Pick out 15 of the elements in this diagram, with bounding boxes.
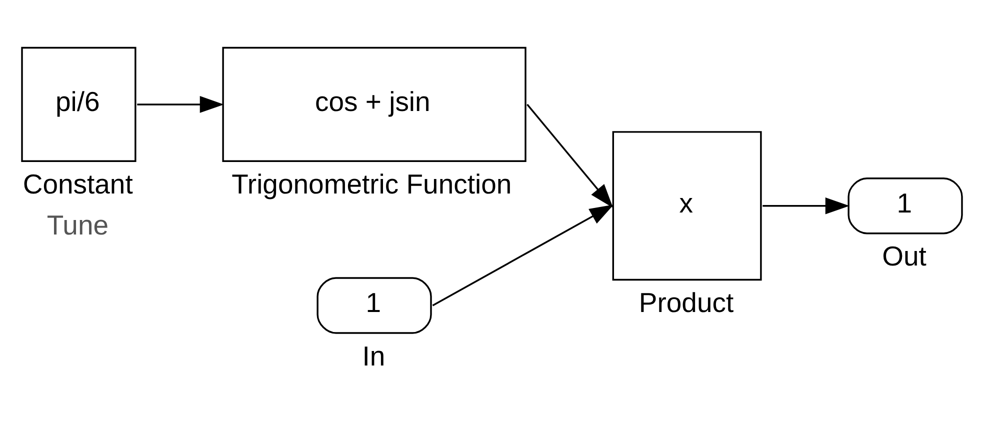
node-label: Tune (46, 209, 109, 240)
arrow (137, 96, 224, 112)
node-box: cos + jsin (222, 46, 526, 162)
node-label: Trigonometric Function (232, 168, 512, 199)
node-label: Out (882, 240, 926, 272)
node-label: Product (638, 286, 734, 318)
node-box: pi/6 (21, 46, 136, 162)
node-box: 1 (316, 276, 432, 334)
arrow (526, 103, 614, 208)
node-label: In (362, 340, 386, 371)
node-box: x (612, 130, 762, 280)
node-label: Constant (22, 168, 133, 199)
arrow (762, 196, 850, 214)
node-box: 1 (848, 176, 963, 234)
arrow (432, 204, 614, 306)
